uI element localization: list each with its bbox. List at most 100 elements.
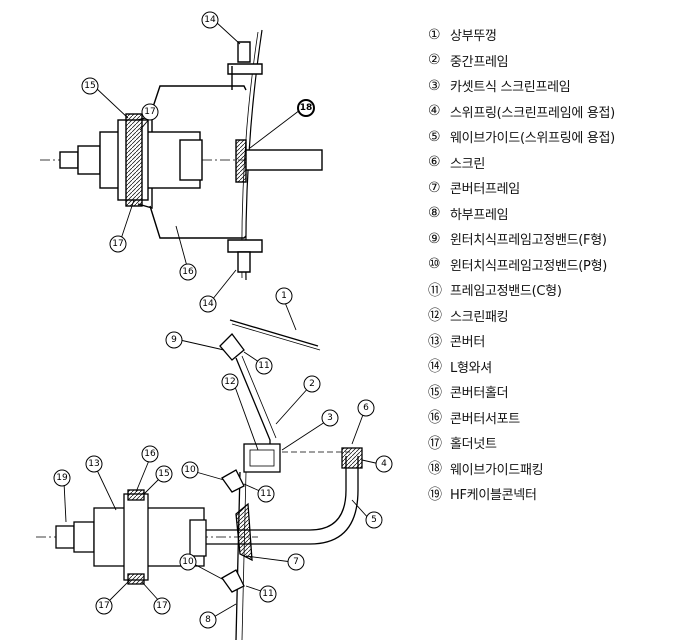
legend-item: ⑥ 스크린 bbox=[428, 150, 696, 176]
legend-number: ⑬ bbox=[428, 333, 442, 350]
svg-text:13: 13 bbox=[88, 459, 99, 469]
bottom-bracket bbox=[227, 239, 263, 253]
assembly-diagram: 14 15 17 18 17 16 14 1 9 11 12 2 3 6 4 1… bbox=[36, 11, 393, 641]
legend-item: ⑲ HF케이블콘넥터 bbox=[428, 481, 696, 507]
callout-bot-9: 9 bbox=[165, 331, 183, 349]
callout-top-17a: 17 bbox=[141, 103, 159, 121]
upper-cover bbox=[229, 319, 319, 347]
callout-top-14b: 14 bbox=[199, 295, 217, 313]
legend-number: ⑰ bbox=[428, 435, 442, 452]
legend-number: ① bbox=[428, 26, 441, 43]
callout-top-14a: 14 bbox=[201, 11, 219, 29]
svg-text:14: 14 bbox=[204, 15, 216, 25]
callout-bot-19: 19 bbox=[53, 469, 71, 487]
legend-item: ⑨ 윈터치식프레임고정밴드(F형) bbox=[428, 226, 696, 252]
svg-text:6: 6 bbox=[363, 403, 369, 413]
svg-text:12: 12 bbox=[224, 377, 235, 387]
legend-label: 웨이브가이드(스위프링에 용접) bbox=[450, 131, 615, 147]
svg-text:11: 11 bbox=[260, 489, 271, 499]
legend-item: ⑭ L형와셔 bbox=[428, 354, 696, 380]
legend-item: ② 중간프레임 bbox=[428, 48, 696, 74]
svg-text:19: 19 bbox=[56, 473, 68, 483]
svg-text:17: 17 bbox=[112, 239, 123, 249]
bottom-assembly bbox=[36, 319, 363, 641]
legend-item: ⑯ 콘버터서포트 bbox=[428, 405, 696, 431]
legend-label: 콘버터프레임 bbox=[450, 182, 520, 198]
legend-number: ② bbox=[428, 52, 441, 69]
converter-frame-top bbox=[149, 85, 247, 117]
clamp-top bbox=[219, 333, 245, 361]
legend-label: 윈터치식프레임고정밴드(P형) bbox=[450, 258, 608, 274]
callout-bot-5: 5 bbox=[365, 511, 383, 529]
svg-text:16: 16 bbox=[144, 449, 156, 459]
callout-bot-17a: 17 bbox=[95, 597, 113, 615]
legend-label: 스크린 bbox=[450, 156, 485, 172]
callout-top-16: 16 bbox=[179, 263, 197, 281]
legend-label: 프레임고정밴드(C형) bbox=[450, 284, 562, 300]
callout-bot-10a: 10 bbox=[181, 461, 199, 479]
legend-number: ⑫ bbox=[428, 308, 442, 325]
legend-item: ⑦ 콘버터프레임 bbox=[428, 175, 696, 201]
callout-bot-3: 3 bbox=[321, 409, 339, 427]
svg-text:10: 10 bbox=[184, 465, 196, 475]
waveguide-bend bbox=[200, 456, 347, 531]
svg-text:11: 11 bbox=[258, 361, 269, 371]
svg-text:8: 8 bbox=[205, 615, 211, 625]
legend-label: 카셋트식 스크린프레임 bbox=[450, 80, 571, 96]
converter-frame-bottom bbox=[235, 471, 241, 641]
svg-text:17: 17 bbox=[156, 601, 167, 611]
svg-text:14: 14 bbox=[202, 299, 214, 309]
legend-number: ⑱ bbox=[428, 461, 442, 478]
callout-bot-6: 6 bbox=[357, 399, 375, 417]
top-bracket bbox=[237, 41, 251, 63]
svg-text:18: 18 bbox=[300, 103, 313, 113]
legend-label: 콘버터서포트 bbox=[450, 411, 520, 427]
legend-label: 중간프레임 bbox=[450, 54, 509, 70]
legend-label: L형와셔 bbox=[450, 360, 492, 376]
callout-top-17b: 17 bbox=[109, 235, 127, 253]
legend-number: ⑲ bbox=[428, 486, 442, 503]
legend-label: 하부프레임 bbox=[450, 207, 509, 223]
legend-number: ⑨ bbox=[428, 230, 441, 247]
legend-label: 콘버터홀더 bbox=[450, 386, 509, 402]
legend-label: 콘버터 bbox=[450, 335, 485, 351]
callout-bot-12: 12 bbox=[221, 373, 239, 391]
legend-item: ① 상부뚜껑 bbox=[428, 22, 696, 48]
legend-label: 스위프링(스크린프레임에 용접) bbox=[450, 105, 615, 121]
callout-bot-11b: 11 bbox=[257, 485, 275, 503]
legend-label: 상부뚜껑 bbox=[450, 29, 497, 45]
svg-text:4: 4 bbox=[381, 459, 387, 469]
legend-label: HF케이블콘넥터 bbox=[450, 488, 537, 504]
legend-label: 윈터치식프레임고정밴드(F형) bbox=[450, 233, 607, 249]
callout-bot-7: 7 bbox=[287, 553, 305, 571]
svg-text:7: 7 bbox=[293, 557, 299, 567]
legend-number: ⑭ bbox=[428, 359, 442, 376]
legend-number: ⑯ bbox=[428, 410, 442, 427]
legend-item: ⑧ 하부프레임 bbox=[428, 201, 696, 227]
legend-item: ⑮ 콘버터홀더 bbox=[428, 379, 696, 405]
legend-number: ⑧ bbox=[428, 205, 441, 222]
callout-bot-1: 1 bbox=[275, 287, 293, 305]
callout-top-15: 15 bbox=[81, 77, 99, 95]
svg-text:2: 2 bbox=[309, 379, 315, 389]
legend-number: ⑮ bbox=[428, 384, 442, 401]
legend-item: ④ 스위프링(스크린프레임에 용접) bbox=[428, 99, 696, 125]
callout-bot-4: 4 bbox=[375, 455, 393, 473]
callout-bot-10b: 10 bbox=[179, 553, 197, 571]
svg-text:16: 16 bbox=[182, 267, 194, 277]
callout-bot-16: 16 bbox=[141, 445, 159, 463]
callout-bot-8: 8 bbox=[199, 611, 217, 629]
legend-number: ④ bbox=[428, 103, 441, 120]
svg-text:5: 5 bbox=[371, 515, 377, 525]
callout-bot-11a: 11 bbox=[255, 357, 273, 375]
legend-number: ⑦ bbox=[428, 179, 441, 196]
callout-bot-15: 15 bbox=[155, 465, 173, 483]
svg-text:11: 11 bbox=[262, 589, 273, 599]
callout-bot-13: 13 bbox=[85, 455, 103, 473]
legend-number: ⑥ bbox=[428, 154, 441, 171]
